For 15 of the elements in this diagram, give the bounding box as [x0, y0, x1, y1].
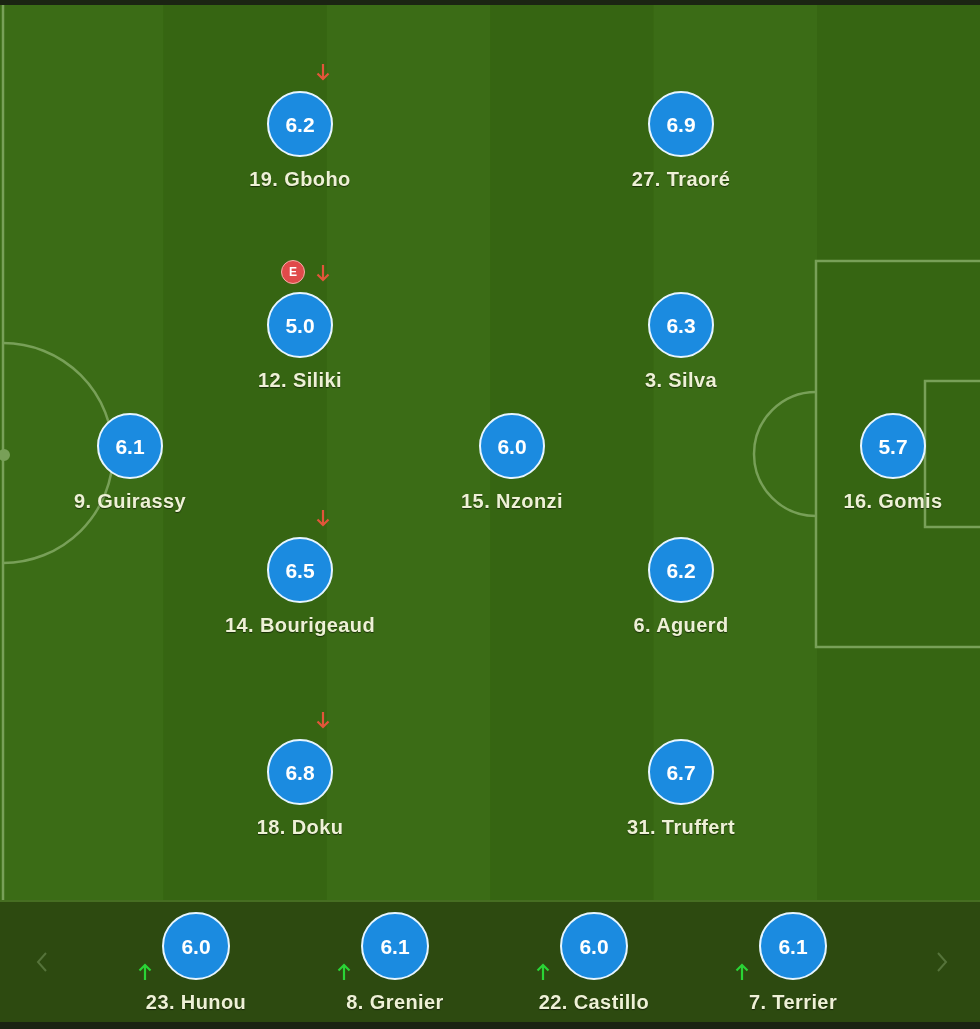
player-name: 7. Terrier [748, 991, 838, 1013]
player-name: 23. Hunou [145, 991, 247, 1013]
player-name: 3. Silva [644, 369, 718, 391]
player-name: 12. Siliki [257, 369, 343, 391]
player-name: 15. Nzonzi [461, 490, 563, 512]
player-name: 27. Traoré [631, 168, 731, 190]
player-name: 8. Grenier [346, 991, 444, 1013]
player-name: 6. Aguerd [633, 614, 729, 636]
player-name: 31. Truffert [626, 816, 736, 838]
player-name: 16. Gomis [843, 490, 943, 512]
player-name: 9. Guirassy [73, 490, 187, 512]
player-name: 19. Gboho [249, 168, 351, 190]
player-name: 22. Castillo [538, 991, 650, 1013]
player-name: 18. Doku [256, 816, 344, 838]
player-name: 14. Bourigeaud [224, 614, 376, 636]
